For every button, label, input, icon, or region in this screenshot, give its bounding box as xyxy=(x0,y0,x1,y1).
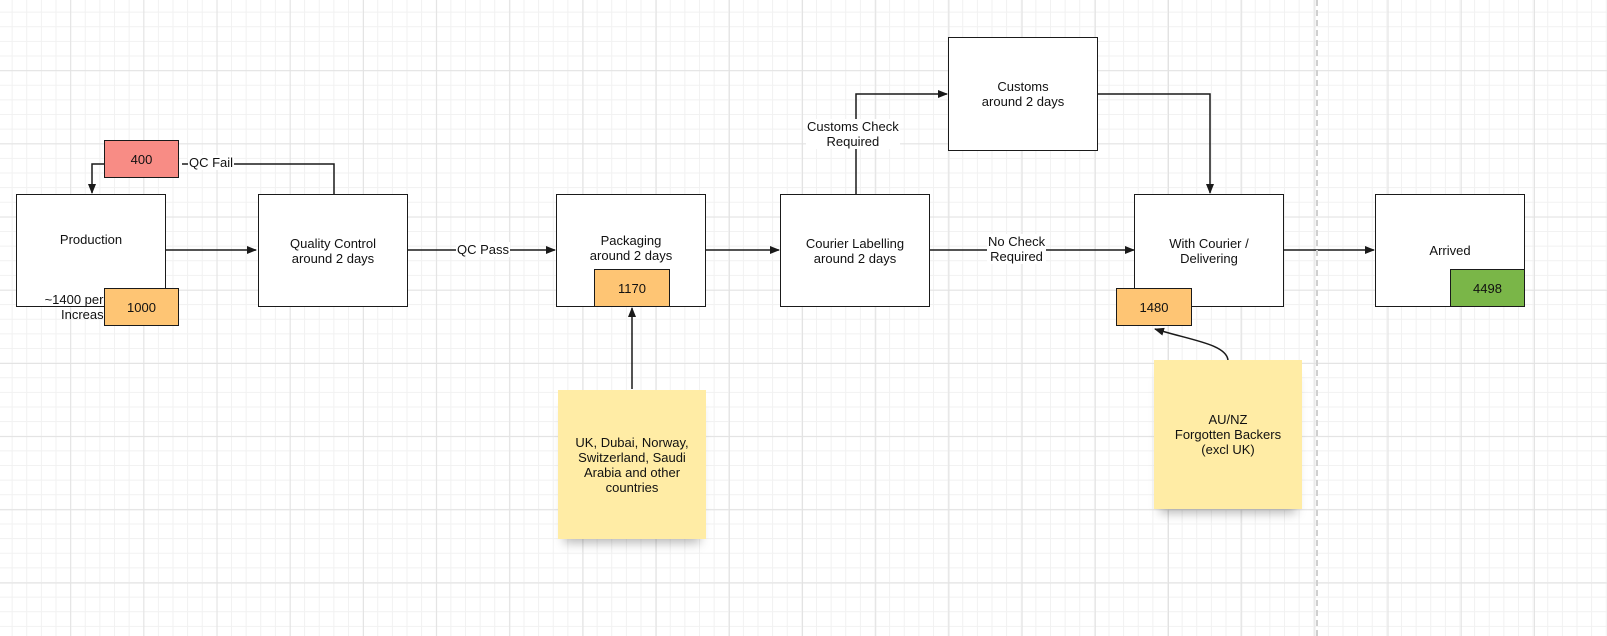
dashed-divider xyxy=(1316,0,1318,636)
customs-node[interactable]: Customs around 2 days xyxy=(948,37,1098,151)
packaging-count: 1170 xyxy=(618,280,646,296)
qc-fail-count: 400 xyxy=(130,151,153,167)
customs-check-label: Customs Check Required xyxy=(806,119,900,149)
connector-note-to-courier[interactable] xyxy=(1154,327,1229,361)
arrived-count: 4498 xyxy=(1473,280,1502,296)
production-title: Production xyxy=(59,232,123,247)
packaging-count-badge[interactable]: 1170 xyxy=(594,269,670,307)
customs-label: Customs around 2 days xyxy=(981,79,1065,109)
connector-labelling-to-customs[interactable] xyxy=(855,90,948,194)
connector-qc-fail-to-production[interactable] xyxy=(88,163,104,194)
production-count: 1000 xyxy=(127,299,156,315)
courier-labelling-node[interactable]: Courier Labelling around 2 days xyxy=(780,194,930,307)
with-courier-label: With Courier / Delivering xyxy=(1169,235,1249,266)
qc-fail-label: QC Fail xyxy=(188,155,235,170)
no-check-label: No Check Required xyxy=(987,234,1047,264)
arrived-label: Arrived xyxy=(1429,243,1471,258)
with-courier-count: 1480 xyxy=(1139,299,1169,315)
courier-sticky-note[interactable]: AU/NZ Forgotten Backers (excl UK) xyxy=(1154,360,1302,509)
courier-note-text: AU/NZ Forgotten Backers (excl UK) xyxy=(1174,412,1282,457)
courier-labelling-label: Courier Labelling around 2 days xyxy=(805,235,905,266)
with-courier-count-badge[interactable]: 1480 xyxy=(1116,288,1192,326)
arrived-count-badge[interactable]: 4498 xyxy=(1450,269,1525,307)
quality-control-node[interactable]: Quality Control around 2 days xyxy=(258,194,408,307)
production-node[interactable]: Production ~1400 per week Increasing xyxy=(16,194,166,322)
quality-control-label: Quality Control around 2 days xyxy=(290,235,376,266)
qc-fail-count-badge[interactable]: 400 xyxy=(104,140,179,178)
packaging-note-text: UK, Dubai, Norway, Switzerland, Saudi Ar… xyxy=(575,434,689,495)
production-count-badge[interactable]: 1000 xyxy=(104,288,179,326)
connector-customs-to-courier[interactable] xyxy=(1098,93,1214,194)
packaging-label: Packaging around 2 days xyxy=(589,233,673,263)
packaging-sticky-note[interactable]: UK, Dubai, Norway, Switzerland, Saudi Ar… xyxy=(558,390,706,539)
qc-pass-label: QC Pass xyxy=(456,242,511,257)
